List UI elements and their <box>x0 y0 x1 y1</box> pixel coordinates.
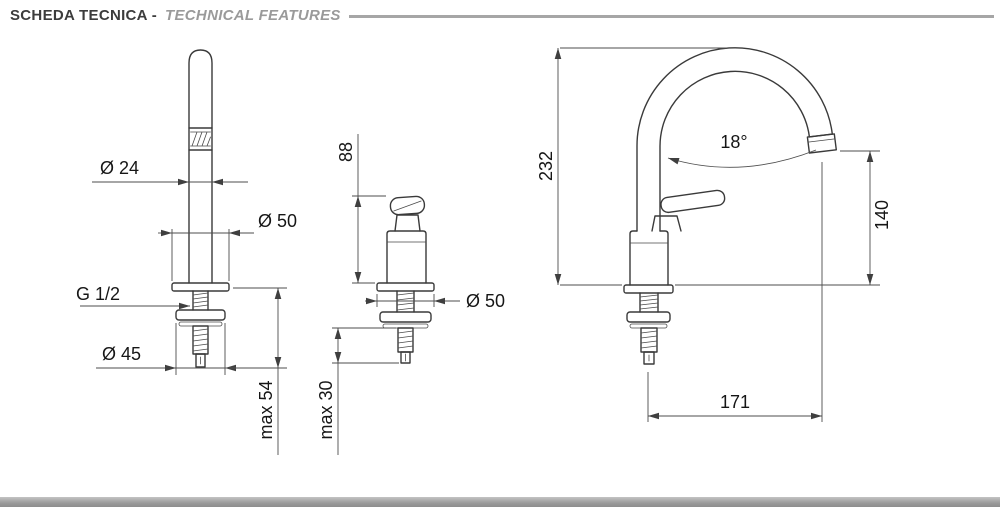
dim-label-spout-diameter-top: Ø 24 <box>100 158 139 178</box>
page-subtitle: TECHNICAL FEATURES <box>165 7 341 24</box>
handle-unit-drawing: 88 Ø 50 max 30 <box>316 134 505 455</box>
dim-label-handle-max-depth: max 30 <box>316 380 336 439</box>
faucet-tail-stub <box>643 351 655 365</box>
spout-dimensions: Ø 24 Ø 50 G 1/2 Ø 45 max <box>76 158 297 455</box>
faucet-lever <box>660 189 726 214</box>
spout-outline <box>171 49 230 368</box>
dim-label-spout-max-depth: max 54 <box>256 380 276 439</box>
handle-outline <box>376 195 435 364</box>
handle-lever <box>389 195 426 216</box>
faucet-dimensions: 232 18° 140 171 <box>536 47 892 422</box>
header: SCHEDA TECNICA - TECHNICAL FEATURES <box>10 7 994 24</box>
page-title: SCHEDA TECNICA - <box>10 7 158 24</box>
footer-bar <box>0 497 1000 507</box>
handle-backnut <box>379 311 432 323</box>
dim-label-faucet-spout-angle: 18° <box>720 132 747 152</box>
dim-label-handle-diameter-flange: Ø 50 <box>466 291 505 311</box>
header-rule <box>348 15 994 18</box>
spout-drawing: Ø 24 Ø 50 G 1/2 Ø 45 max <box>76 49 297 455</box>
dim-label-spout-thread: G 1/2 <box>76 284 120 304</box>
dim-label-faucet-spout-reach: 171 <box>720 392 750 412</box>
dim-label-spout-diameter-base: Ø 45 <box>102 344 141 364</box>
dim-label-handle-height: 88 <box>336 142 356 162</box>
handle-flange <box>376 282 435 292</box>
faucet-outline <box>623 47 837 365</box>
faucet-aerator <box>806 133 837 154</box>
spout-tail-stub <box>195 353 206 368</box>
handle-tail-stub <box>400 351 411 364</box>
faucet-flange <box>623 284 674 294</box>
dim-label-spout-diameter-flange: Ø 50 <box>258 211 297 231</box>
dim-label-faucet-total-height: 232 <box>536 151 556 181</box>
handle-dimensions: 88 Ø 50 max 30 <box>316 134 505 455</box>
faucet-drawing: 232 18° 140 171 <box>536 47 892 422</box>
technical-drawing-canvas: Ø 24 Ø 50 G 1/2 Ø 45 max <box>76 47 892 455</box>
dim-label-faucet-outlet-height: 140 <box>872 200 892 230</box>
faucet-spout-inner <box>659 70 811 232</box>
spout-flange <box>171 282 230 292</box>
spout-backnut <box>175 309 226 321</box>
faucet-backnut <box>626 311 671 323</box>
